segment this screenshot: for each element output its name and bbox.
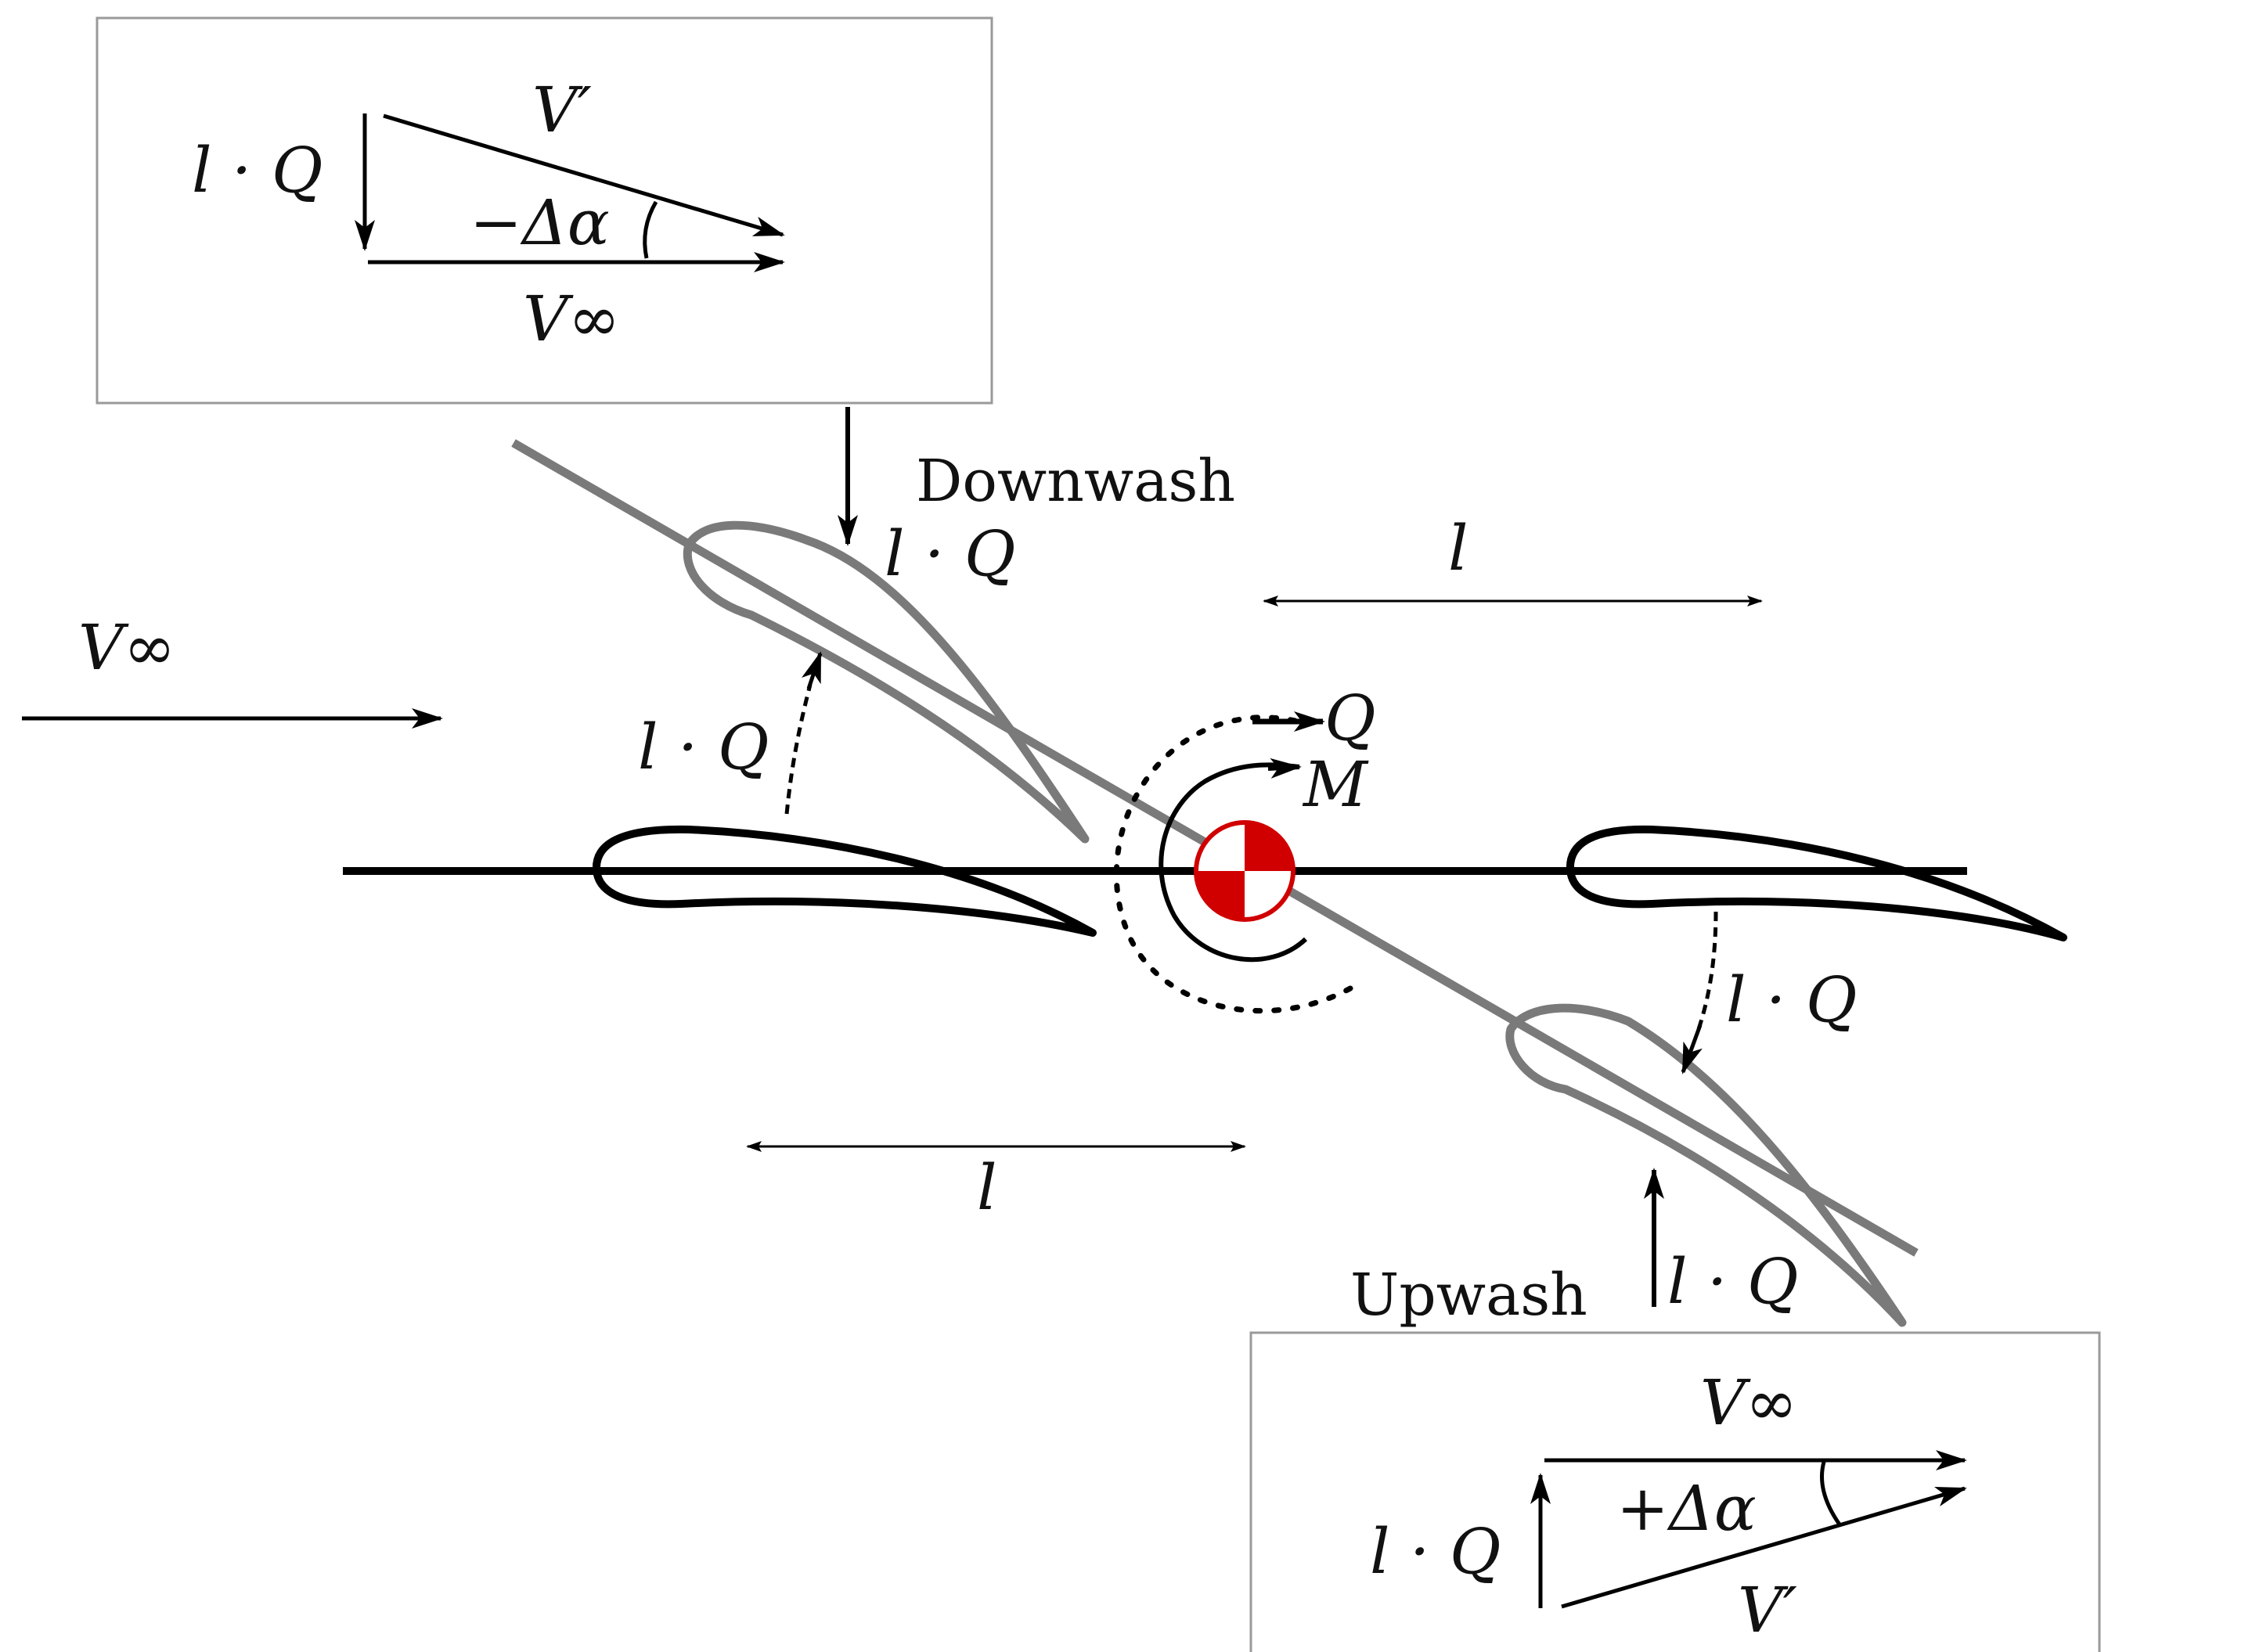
front-induced-velocity-arrow	[801, 651, 823, 689]
free-stream-label: V∞	[78, 611, 175, 684]
upwash-label: Upwash	[1350, 1261, 1587, 1329]
front-induced-velocity-path	[784, 684, 813, 815]
rear-lever-arm-label: l	[1448, 512, 1468, 585]
inset-angle-arc	[643, 200, 658, 259]
upwash-velocity-inset: l · Q V∞ +Δα V′	[1249, 1331, 2101, 1652]
inset-minus-dalpha-label: −Δα	[470, 186, 610, 259]
inset-v-prime-label-2: V′	[1738, 1574, 1797, 1647]
front-lq-label: l · Q	[638, 711, 769, 783]
center-of-gravity-marker	[1194, 820, 1295, 922]
inset-lq-label-2: l · Q	[1370, 1515, 1501, 1588]
pitch-rate-q-label: Q	[1324, 682, 1376, 754]
rear-lq-label: l · Q	[1726, 963, 1857, 1036]
cg-quadrant-upper-right	[1245, 822, 1293, 871]
inset-lq-label: l · Q	[192, 134, 323, 207]
pitch-rate-q-arc	[1113, 714, 1353, 1014]
downwash-lq-label: l · Q	[885, 517, 1015, 590]
rear-induced-velocity-arrow	[1681, 1024, 1703, 1074]
moment-m-arc	[1159, 762, 1308, 963]
pitched-rear-airfoil	[1505, 1003, 1907, 1327]
upwash-lq-label: l · Q	[1667, 1245, 1798, 1318]
front-lever-arm-label: l	[977, 1151, 997, 1224]
rear-induced-velocity-path	[1696, 911, 1718, 1030]
inset-v-prime-arrow	[383, 113, 785, 237]
moment-m-label: M	[1302, 748, 1369, 821]
inset-v-inf-label: V∞	[523, 283, 620, 355]
inset-angle-arc-2	[1820, 1461, 1842, 1526]
upwash-inset-frame	[1249, 1331, 2101, 1652]
reference-rear-airfoil	[1566, 825, 2067, 941]
downwash-inset-frame	[95, 16, 993, 405]
inset-v-inf-label-2: V∞	[1700, 1366, 1797, 1439]
pitched-front-airfoil	[683, 520, 1090, 844]
reference-configuration	[343, 825, 2067, 941]
downwash-velocity-inset: l · Q V′ −Δα V∞	[95, 16, 993, 405]
cg-quadrant-lower-left	[1196, 871, 1245, 920]
moment-m-arrow	[1267, 758, 1302, 779]
inset-plus-dalpha-label: +Δα	[1616, 1472, 1757, 1545]
downwash-label: Downwash	[916, 448, 1235, 515]
inset-v-prime-arrow-2	[1561, 1486, 1967, 1609]
reference-front-airfoil	[592, 825, 1097, 937]
inset-v-prime-label: V′	[532, 74, 592, 146]
